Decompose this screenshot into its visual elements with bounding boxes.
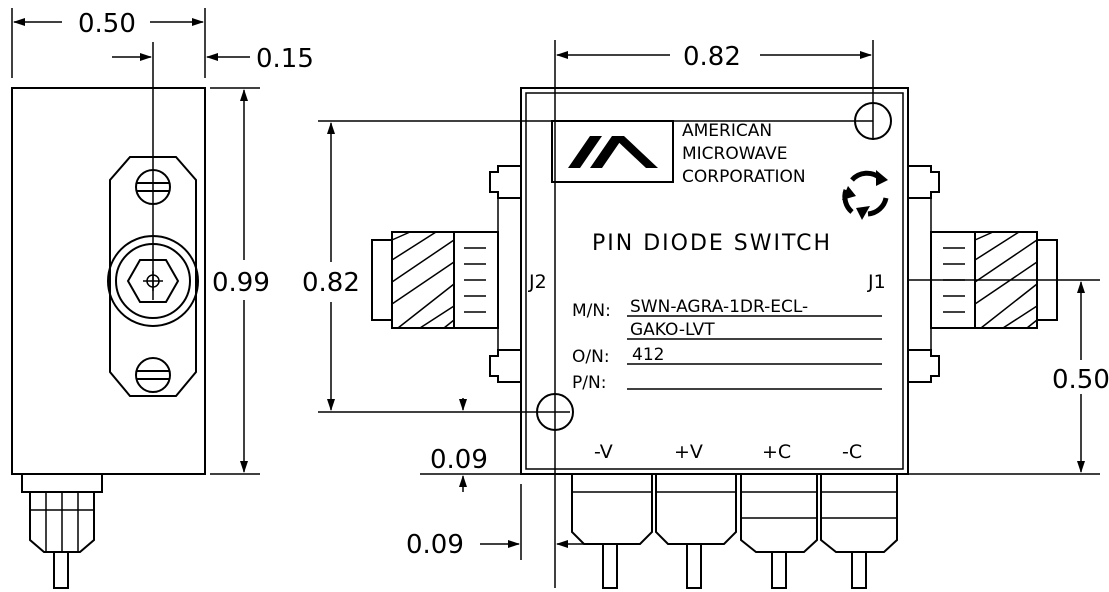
pin-plus-c-label: +C [762, 441, 791, 463]
company-name-line2: MICROWAVE [682, 144, 788, 164]
dim-body-width: 0.82 [683, 42, 741, 72]
pin-minus-c-label: -C [842, 441, 862, 463]
model-number-label: M/N: [572, 301, 611, 321]
front-view [371, 87, 1058, 589]
side-view [11, 42, 206, 589]
feedthrough-pins [571, 474, 898, 589]
model-number-value-1: SWN-AGRA-1DR-ECL- [630, 297, 808, 317]
company-name-line3: CORPORATION [682, 167, 806, 187]
rotation-arrows-icon [842, 170, 889, 220]
side-dimensions [11, 8, 260, 475]
dim-hole-offset-y: 0.09 [430, 445, 488, 475]
dim-body-height: 0.82 [302, 268, 360, 298]
dim-side-offset: 0.15 [256, 44, 314, 74]
dim-hole-offset-x: 0.09 [406, 530, 464, 560]
port-j1-label: J1 [867, 271, 886, 293]
order-number-value: 412 [632, 345, 664, 365]
company-name-line1: AMERICAN [682, 121, 772, 141]
product-title: PIN DIODE SWITCH [592, 231, 832, 256]
dim-side-width: 0.50 [78, 9, 136, 39]
model-number-value-2: GAKO-LVT [630, 320, 715, 340]
order-number-label: O/N: [572, 347, 610, 367]
amc-logo-icon [568, 136, 658, 168]
pin-plus-v-label: +V [674, 441, 703, 463]
pin-minus-v-label: -V [594, 441, 613, 463]
dim-side-height: 0.99 [212, 268, 270, 298]
dim-connector-height: 0.50 [1052, 365, 1109, 395]
part-number-label: P/N: [572, 373, 606, 393]
port-j2-label: J2 [528, 271, 547, 293]
front-dimensions [318, 40, 1100, 588]
